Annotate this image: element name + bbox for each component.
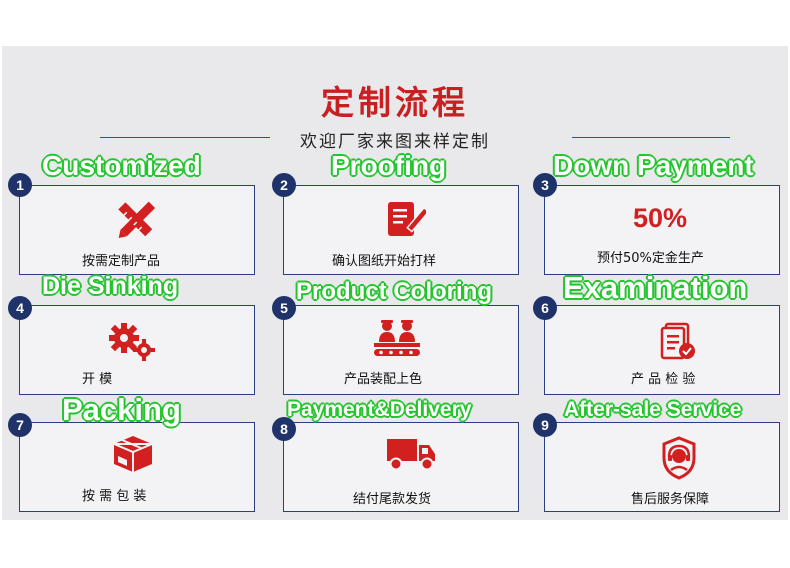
workers-assembly-icon: [372, 318, 424, 362]
step-label-en: Proofing: [331, 150, 447, 181]
step-label-en: Down Payment: [553, 150, 754, 181]
step-number-badge: 9: [533, 413, 557, 437]
step-label-en: Payment&Delivery: [287, 398, 472, 421]
delivery-truck-icon: [385, 436, 437, 476]
divider-right: [572, 137, 730, 138]
checklist-icon: [660, 320, 700, 366]
step-number-badge: 6: [533, 296, 557, 320]
document-edit-icon: [384, 200, 430, 244]
step-number-badge: 5: [272, 296, 296, 320]
pencil-ruler-icon: [114, 200, 158, 244]
step-label-en: Customized: [42, 150, 201, 181]
step-label-cn: 开 模: [82, 372, 113, 387]
step-number-badge: 4: [8, 296, 32, 320]
step-label-en: After-sale Service: [564, 398, 742, 421]
step-label-cn: 产品装配上色: [344, 372, 423, 387]
step-label-cn: 按需定制产品: [82, 254, 161, 269]
step-number-badge: 8: [272, 417, 296, 441]
step-label-en: Product Coloring: [296, 278, 492, 305]
step-label-en: Packing: [62, 392, 181, 427]
step-number-badge: 1: [8, 173, 32, 197]
fifty-percent-icon: 50%: [633, 203, 688, 233]
package-box-icon: [110, 430, 156, 478]
service-shield-icon: [661, 436, 697, 484]
gears-icon: [108, 322, 158, 366]
step-card-3: [544, 185, 780, 275]
page-subtitle: 欢迎厂家来图来样定制: [300, 132, 490, 152]
divider-left: [100, 137, 270, 138]
step-label-cn: 结付尾款发货: [353, 492, 432, 507]
step-number-badge: 2: [272, 173, 296, 197]
page-title: 定制流程: [321, 83, 469, 122]
step-number-badge: 3: [533, 173, 557, 197]
step-card-9: [544, 422, 780, 512]
step-label-cn: 按 需 包 装: [82, 489, 147, 504]
step-label-en: Examination: [563, 270, 748, 305]
step-card-1: [19, 185, 255, 275]
step-label-cn: 确认图纸开始打样: [332, 254, 437, 269]
step-label-cn: 售后服务保障: [631, 492, 710, 507]
step-number-badge: 7: [8, 413, 32, 437]
step-label-en: Die Sinking: [42, 272, 179, 300]
step-label-cn: 预付50%定金生产: [597, 251, 704, 266]
step-label-cn: 产 品 检 验: [631, 372, 696, 387]
